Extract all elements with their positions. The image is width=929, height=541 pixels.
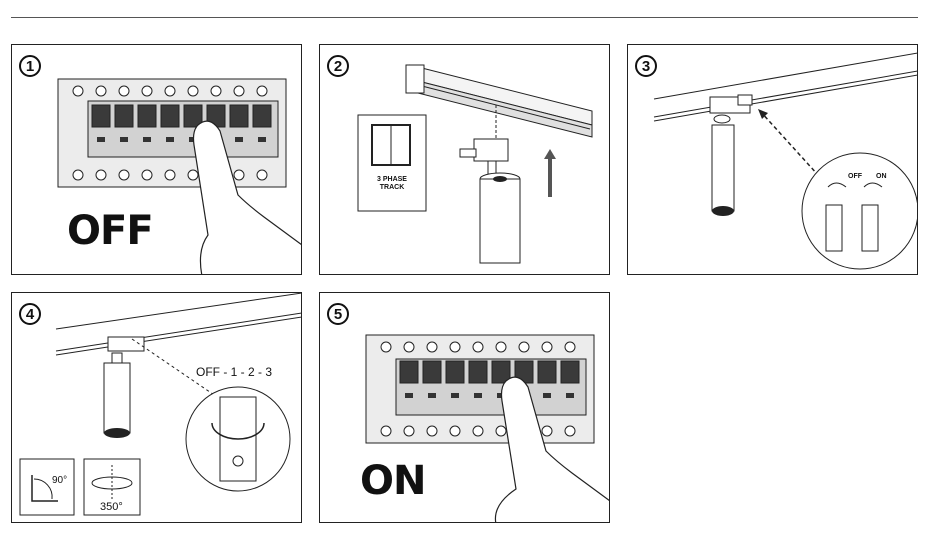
screw [541,341,553,353]
breaker-switch [537,360,557,384]
screw [403,425,415,437]
screw [380,425,392,437]
screw [210,85,222,97]
screw [403,341,415,353]
screw [141,169,153,181]
step-number: 5 [327,303,349,325]
screw [72,169,84,181]
top-rule [11,17,918,18]
breaker-switch [114,104,134,128]
screw [187,169,199,181]
breaker-switch [252,104,272,128]
breaker-switch [160,104,180,128]
screw [449,341,461,353]
off-label: OFF [848,173,862,180]
screw [118,85,130,97]
screw [380,341,392,353]
breaker-indicator [97,137,105,142]
phase-selection-illustration [19,293,301,516]
breaker-switch [560,360,580,384]
breaker-switch [468,360,488,384]
screw [164,169,176,181]
screw [449,425,461,437]
step-1-panel: 1 OFF [11,44,302,275]
on-caption: ON [360,458,426,504]
breaker-indicator [120,137,128,142]
step-3-panel: 3 OFF ON [627,44,918,275]
screw [164,85,176,97]
screw [256,85,268,97]
tilt-angle-label: 90° [52,475,68,486]
breaker-indicator [405,393,413,398]
step-number: 1 [19,55,41,77]
off-caption: OFF [67,208,154,254]
on-label: ON [876,173,887,180]
screw [233,169,245,181]
step-2-panel: 2 3 PHASE TRACK [319,44,610,275]
breaker-switch [491,360,511,384]
screw [141,85,153,97]
breaker-indicator [566,393,574,398]
step-number: 3 [635,55,657,77]
breaker-switch [229,104,249,128]
step-4-panel: 4 OFF - 1 - 2 - 3 90° 350° [11,292,302,523]
breaker-indicator [474,393,482,398]
breaker-indicator [428,393,436,398]
breaker-switch [91,104,111,128]
screw [472,341,484,353]
screw [495,425,507,437]
screw [256,169,268,181]
screw [233,85,245,97]
breaker-indicator [235,137,243,142]
step-number: 2 [327,55,349,77]
breaker-switch [399,360,419,384]
breaker-indicator [543,393,551,398]
track-mounting-illustration [357,64,593,264]
breaker-switch [445,360,465,384]
screw [541,425,553,437]
screw [95,85,107,97]
screw [95,169,107,181]
screw [472,425,484,437]
breaker-switch [183,104,203,128]
breaker-box-illustration [365,334,609,522]
screw [426,425,438,437]
breaker-indicator [258,137,266,142]
step-number: 4 [19,303,41,325]
screw [564,341,576,353]
breaker-indicator [166,137,174,142]
screw [426,341,438,353]
screw [187,85,199,97]
screw [72,85,84,97]
screw [118,169,130,181]
breaker-box-illustration [57,78,301,274]
breaker-switch [137,104,157,128]
screw [518,341,530,353]
breaker-indicator [143,137,151,142]
step-5-panel: 5 ON [319,292,610,523]
screw [564,425,576,437]
screw [495,341,507,353]
breaker-indicator [451,393,459,398]
phase-label: OFF - 1 - 2 - 3 [196,365,273,379]
rotation-detail-illustration [653,52,917,270]
track-label: 3 PHASE TRACK [377,176,407,192]
breaker-switch [422,360,442,384]
rotation-angle-label: 350° [100,501,123,513]
